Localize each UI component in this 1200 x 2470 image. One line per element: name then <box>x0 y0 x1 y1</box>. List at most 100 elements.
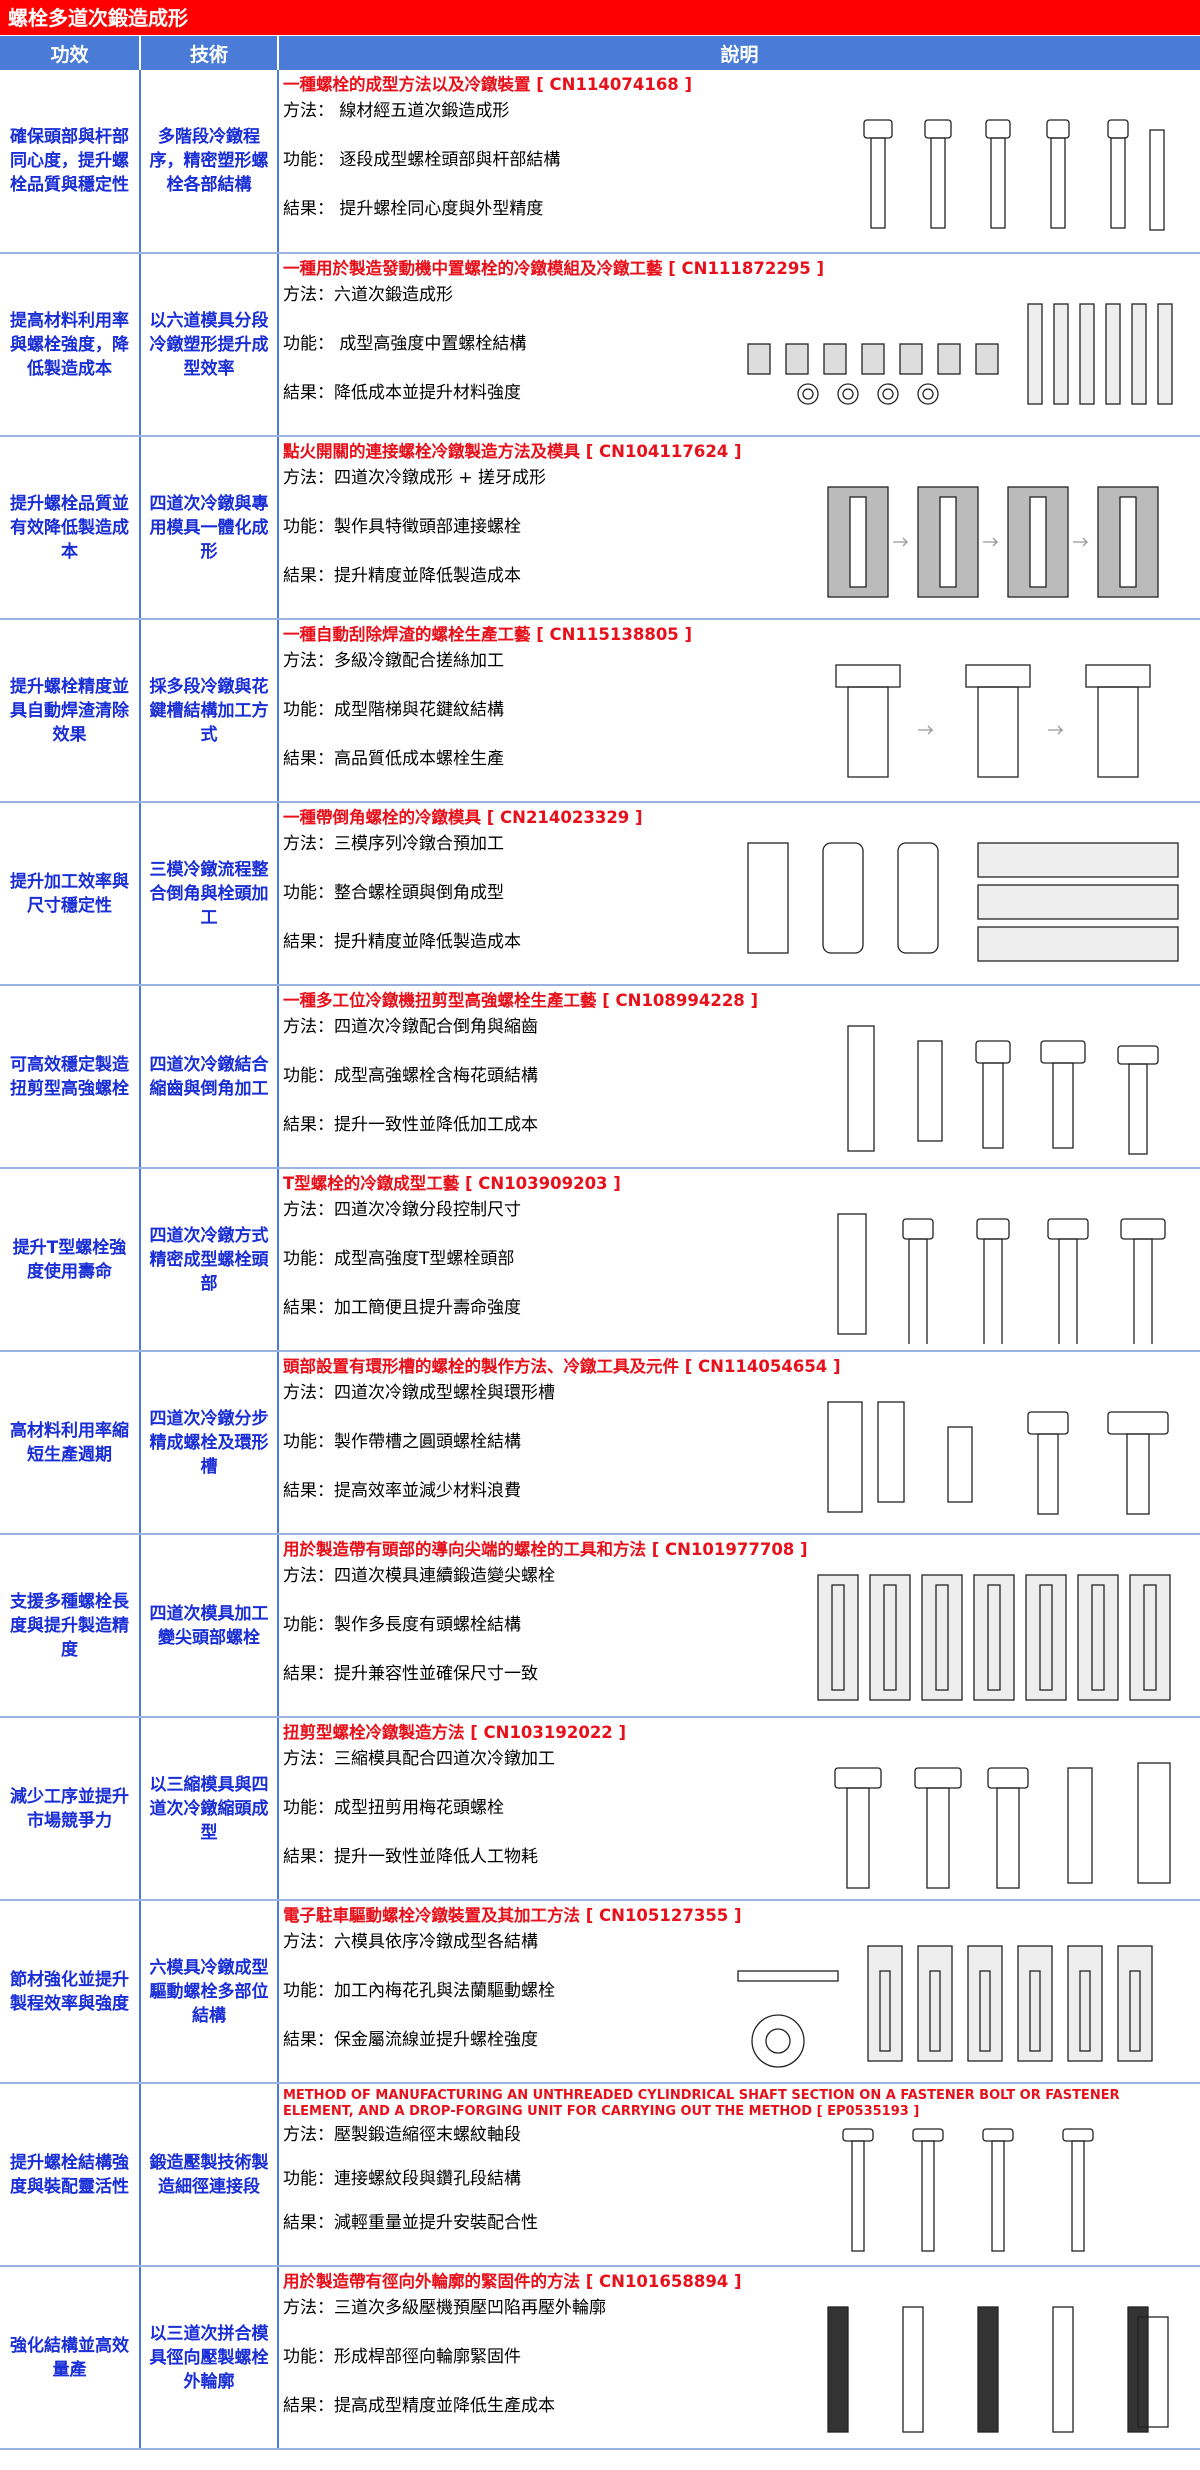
page-title: 螺栓多道次鍛造成形 <box>0 0 1200 36</box>
tech-cell: 四道次冷鐓方式精密成型螺栓頭部 <box>140 1168 279 1352</box>
result-line: 結果：提升精度並降低製造成本 <box>283 566 521 586</box>
table-row: 高材料利用率縮短生產週期四道次冷鐓分步精成螺栓及環形槽頭部設置有環形槽的螺栓的製… <box>0 1351 1200 1535</box>
tech-cell: 四道次冷鐓結合縮齒與倒角加工 <box>140 985 279 1169</box>
tech-cell: 鍛造壓製技術製造細徑連接段 <box>140 2083 279 2267</box>
method-line: 方法：四道次冷鐓成型螺栓與環形槽 <box>283 1383 555 1403</box>
patent-figure <box>808 2297 1188 2442</box>
method-line: 方法：三模序列冷鐓合預加工 <box>283 834 504 854</box>
result-line: 結果：提升一致性並降低人工物耗 <box>283 1847 538 1867</box>
result-line: 結果：降低成本並提升材料強度 <box>283 383 521 403</box>
tech-cell: 採多段冷鐓與花鍵槽結構加工方式 <box>140 619 279 803</box>
patent-title: 一種多工位冷鐓機扭剪型高強螺栓生產工藝 [ CN108994228 ] <box>283 991 759 1010</box>
method-line: 方法：四道次冷鐓成形 + 搓牙成形 <box>283 468 547 488</box>
method-line: 方法：三道次多級壓機預壓凹陷再壓外輪廓 <box>283 2298 606 2318</box>
desc-lines: 方法：四道次冷鐓成型螺栓與環形槽功能：製作帶槽之圓頭螺栓結構結果：提高效率並減少… <box>283 1380 1200 1527</box>
desc-lines: 方法：四道次冷鐓分段控制尺寸功能：成型高強度T型螺栓頭部結果：加工簡便且提升壽命… <box>283 1197 1200 1344</box>
patent-title: 點火開關的連接螺栓冷鐓製造方法及模具 [ CN104117624 ] <box>283 442 742 461</box>
patent-figure <box>808 2114 1188 2259</box>
patent-figure <box>728 284 1188 429</box>
desc-cell: T型螺栓的冷鐓成型工藝 [ CN103909203 ] 方法：四道次冷鐓分段控制尺… <box>278 1168 1200 1352</box>
method-line: 方法：三縮模具配合四道次冷鐓加工 <box>283 1749 555 1769</box>
patent-figure <box>808 1748 1188 1893</box>
result-line: 結果： 提升螺栓同心度與外型精度 <box>283 199 544 219</box>
result-line: 結果：提升兼容性並確保尺寸一致 <box>283 1664 538 1684</box>
desc-cell: 一種多工位冷鐓機扭剪型高強螺栓生產工藝 [ CN108994228 ] 方法：四道… <box>278 985 1200 1169</box>
effect-cell: 減少工序並提升市場競爭力 <box>0 1717 141 1901</box>
method-line: 方法：四道次冷鐓分段控制尺寸 <box>283 1200 521 1220</box>
function-line: 功能：加工內梅花孔與法蘭驅動螺栓 <box>283 1981 555 2001</box>
patent-title: 用於製造帶有徑向外輪廓的緊固件的方法 [ CN101658894 ] <box>283 2272 742 2291</box>
desc-cell: 頭部設置有環形槽的螺栓的製作方法、冷鐓工具及元件 [ CN114054654 ]… <box>278 1351 1200 1535</box>
tech-cell: 四道次冷鐓與專用模具一體化成形 <box>140 436 279 620</box>
patent-title: 扭剪型螺栓冷鐓製造方法 [ CN103192022 ] <box>283 1723 627 1742</box>
result-line: 結果：減輕重量並提升安裝配合性 <box>283 2213 538 2233</box>
effect-cell: 提高材料利用率與螺栓強度，降低製造成本 <box>0 253 141 437</box>
function-line: 功能：成型高強螺栓含梅花頭結構 <box>283 1066 538 1086</box>
table-body: 確保頭部與杆部同心度，提升螺栓品質與穩定性多階段冷鐓程序，精密塑形螺栓各部結構一… <box>0 70 1200 2450</box>
function-line: 功能：整合螺栓頭與倒角成型 <box>283 883 504 903</box>
method-line: 方法：四道次模具連續鍛造變尖螺栓 <box>283 1566 555 1586</box>
function-line: 功能：製作具特徵頭部連接螺栓 <box>283 517 521 537</box>
desc-cell: 用於製造帶有頭部的導向尖端的螺栓的工具和方法 [ CN101977708 ] 方法… <box>278 1534 1200 1718</box>
tech-cell: 以六道模具分段冷鐓塑形提升成型效率 <box>140 253 279 437</box>
effect-cell: 提升螺栓結構強度與裝配靈活性 <box>0 2083 141 2267</box>
desc-lines: 方法：四道次模具連續鍛造變尖螺栓功能：製作多長度有頭螺栓結構結果：提升兼容性並確… <box>283 1563 1200 1710</box>
tech-cell: 三模冷鐓流程整合倒角與栓頭加工 <box>140 802 279 986</box>
patent-figure <box>808 100 1188 245</box>
desc-lines: 方法：四道次冷鐓成形 + 搓牙成形功能：製作具特徵頭部連接螺栓結果：提升精度並降… <box>283 465 1200 612</box>
table-row: 確保頭部與杆部同心度，提升螺栓品質與穩定性多階段冷鐓程序，精密塑形螺栓各部結構一… <box>0 70 1200 254</box>
tech-cell: 四道次冷鐓分步精成螺栓及環形槽 <box>140 1351 279 1535</box>
desc-lines: 方法：三縮模具配合四道次冷鐓加工功能：成型扭剪用梅花頭螺栓結果：提升一致性並降低… <box>283 1746 1200 1893</box>
header-tech: 技術 <box>140 36 279 70</box>
desc-lines: 方法： 線材經五道次鍛造成形功能： 逐段成型螺栓頭部與杆部結構結果： 提升螺栓同… <box>283 98 1200 245</box>
patent-title: 用於製造帶有頭部的導向尖端的螺栓的工具和方法 [ CN101977708 ] <box>283 1540 808 1559</box>
table-row: 節材強化並提升製程效率與強度六模具冷鐓成型驅動螺栓多部位結構電子駐車驅動螺栓冷鐓… <box>0 1900 1200 2084</box>
patent-figure <box>808 1565 1188 1710</box>
table-row: 減少工序並提升市場競爭力以三縮模具與四道次冷鐓縮頭成型扭剪型螺栓冷鐓製造方法 [… <box>0 1717 1200 1901</box>
table-row: 支援多種螺栓長度與提升製造精度四道次模具加工變尖頭部螺栓用於製造帶有頭部的導向尖… <box>0 1534 1200 1718</box>
result-line: 結果：高品質低成本螺栓生產 <box>283 749 504 769</box>
patent-title: 一種自動刮除焊渣的螺栓生產工藝 [ CN115138805 ] <box>283 625 693 644</box>
method-line: 方法：壓製鍛造縮徑末螺紋軸段 <box>283 2125 521 2145</box>
desc-cell: 一種自動刮除焊渣的螺栓生產工藝 [ CN115138805 ] 方法：多級冷鐓配合… <box>278 619 1200 803</box>
desc-cell: 一種用於製造發動機中置螺栓的冷鐓模組及冷鐓工藝 [ CN111872295 ] 方… <box>278 253 1200 437</box>
effect-cell: 強化結構並高效量產 <box>0 2266 141 2450</box>
result-line: 結果：加工簡便且提升壽命強度 <box>283 1298 521 1318</box>
desc-cell: 用於製造帶有徑向外輪廓的緊固件的方法 [ CN101658894 ] 方法：三道次… <box>278 2266 1200 2450</box>
result-line: 結果：提高效率並減少材料浪費 <box>283 1481 521 1501</box>
function-line: 功能： 逐段成型螺栓頭部與杆部結構 <box>283 150 561 170</box>
effect-cell: 提升T型螺栓強度使用壽命 <box>0 1168 141 1352</box>
patent-title: 一種用於製造發動機中置螺栓的冷鐓模組及冷鐓工藝 [ CN111872295 ] <box>283 259 825 278</box>
method-line: 方法：六道次鍛造成形 <box>283 285 453 305</box>
function-line: 功能：成型高強度T型螺栓頭部 <box>283 1249 515 1269</box>
tech-cell: 多階段冷鐓程序，精密塑形螺栓各部結構 <box>140 70 279 254</box>
desc-cell: 扭剪型螺栓冷鐓製造方法 [ CN103192022 ] 方法：三縮模具配合四道次冷… <box>278 1717 1200 1901</box>
patent-figure <box>728 1931 1188 2076</box>
tech-cell: 以三縮模具與四道次冷鐓縮頭成型 <box>140 1717 279 1901</box>
patent-figure <box>808 1199 1188 1350</box>
patent-title: T型螺栓的冷鐓成型工藝 [ CN103909203 ] <box>283 1174 621 1193</box>
table-header-row: 功效 技術 說明 <box>0 36 1200 70</box>
table-row: 提升加工效率與尺寸穩定性三模冷鐓流程整合倒角與栓頭加工一種帶倒角螺栓的冷鐓模具 … <box>0 802 1200 986</box>
patent-figure <box>808 650 1188 795</box>
desc-lines: 方法：六道次鍛造成形功能： 成型高強度中置螺栓結構結果：降低成本並提升材料強度 <box>283 282 1200 429</box>
header-desc: 說明 <box>278 36 1200 70</box>
table-row: 可高效穩定製造扭剪型高強螺栓四道次冷鐓結合縮齒與倒角加工一種多工位冷鐓機扭剪型高… <box>0 985 1200 1169</box>
desc-cell: 電子駐車驅動螺栓冷鐓裝置及其加工方法 [ CN105127355 ]方法：六模具… <box>278 1900 1200 2084</box>
desc-lines: 方法：多級冷鐓配合搓絲加工功能：成型階梯與花鍵紋結構結果：高品質低成本螺栓生產 <box>283 648 1200 795</box>
patent-table: 功效 技術 說明 確保頭部與杆部同心度，提升螺栓品質與穩定性多階段冷鐓程序，精密… <box>0 36 1200 2450</box>
table-row: 提高材料利用率與螺栓強度，降低製造成本以六道模具分段冷鐓塑形提升成型效率一種用於… <box>0 253 1200 437</box>
method-line: 方法：四道次冷鐓配合倒角與縮齒 <box>283 1017 538 1037</box>
effect-cell: 提升螺栓精度並具自動焊渣清除效果 <box>0 619 141 803</box>
header-effect: 功效 <box>0 36 141 70</box>
function-line: 功能：製作帶槽之圓頭螺栓結構 <box>283 1432 521 1452</box>
function-line: 功能：連接螺紋段與鑽孔段結構 <box>283 2169 521 2189</box>
method-line: 方法： 線材經五道次鍛造成形 <box>283 101 510 121</box>
table-row: 提升螺栓精度並具自動焊渣清除效果採多段冷鐓與花鍵槽結構加工方式一種自動刮除焊渣的… <box>0 619 1200 803</box>
result-line: 結果：提升一致性並降低加工成本 <box>283 1115 538 1135</box>
patent-title: 一種帶倒角螺栓的冷鐓模具 [ CN214023329 ] <box>283 808 643 827</box>
result-line: 結果：提高成型精度並降低生產成本 <box>283 2396 555 2416</box>
function-line: 功能：形成桿部徑向輪廓緊固件 <box>283 2347 521 2367</box>
desc-lines: 方法：六模具依序冷鐓成型各結構功能：加工內梅花孔與法蘭驅動螺栓結果：保金屬流線並… <box>283 1929 1200 2076</box>
